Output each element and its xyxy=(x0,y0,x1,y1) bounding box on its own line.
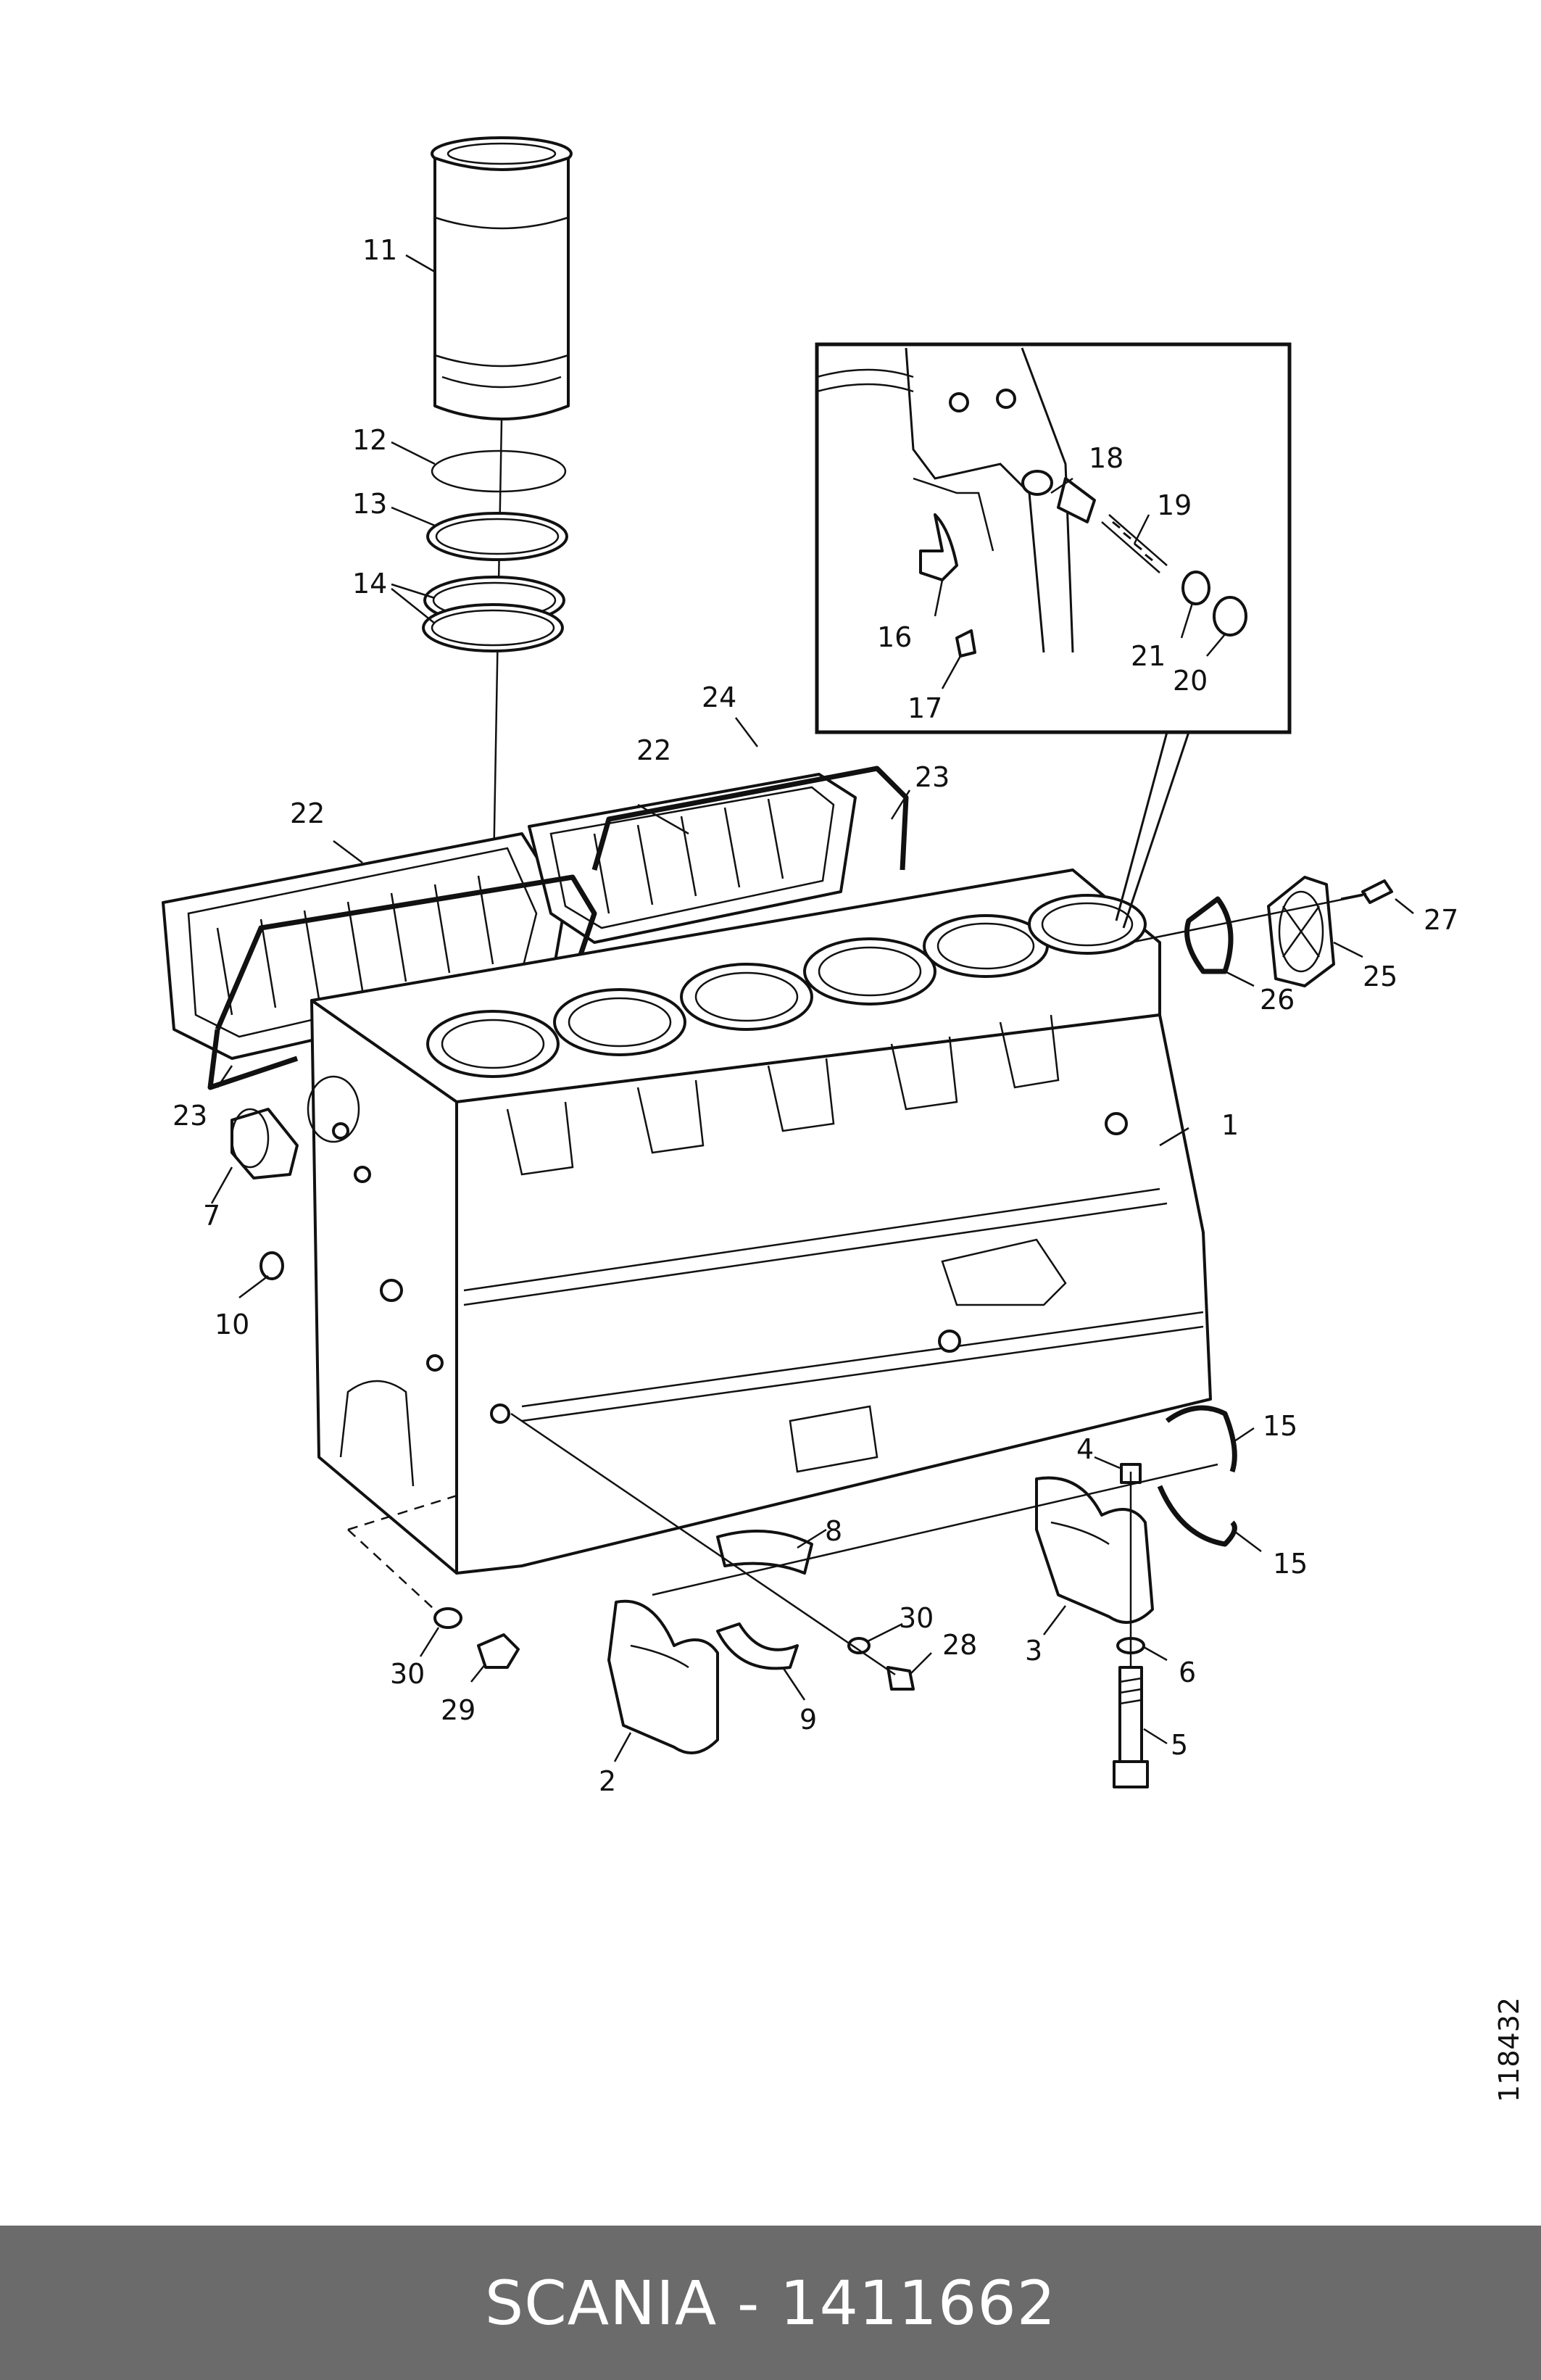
callout-10: 10 xyxy=(215,1309,249,1340)
callout-13: 13 xyxy=(352,488,387,520)
callout-21: 21 xyxy=(1131,640,1166,672)
callout-22-left: 22 xyxy=(290,797,325,829)
dashed-leader xyxy=(347,1492,465,1617)
exploded-parts-diagram: 1 2 3 4 5 6 7 8 9 10 11 12 13 14 15 15 1… xyxy=(162,136,1525,2102)
callout-23-left: 23 xyxy=(173,1100,207,1132)
callout-23-right: 23 xyxy=(915,761,950,793)
drawing-number: 118432 xyxy=(1493,1997,1525,2102)
main-bearing-shell-lower xyxy=(716,1622,799,1670)
callout-15-lower: 15 xyxy=(1273,1548,1308,1580)
sealing-washer-left xyxy=(433,1607,462,1629)
leader-lines xyxy=(210,254,1414,1762)
callout-20: 20 xyxy=(1173,665,1208,697)
thrust-washer-lower xyxy=(1157,1485,1237,1547)
callout-7: 7 xyxy=(203,1200,220,1232)
callout-9: 9 xyxy=(799,1704,817,1736)
cover-axis-line xyxy=(1130,894,1363,944)
callout-27: 27 xyxy=(1424,904,1458,936)
expansion-plug xyxy=(259,1251,284,1280)
callout-26: 26 xyxy=(1260,984,1295,1016)
callout-22-right: 22 xyxy=(636,734,671,766)
callout-6: 6 xyxy=(1179,1657,1196,1688)
callout-2: 2 xyxy=(599,1765,616,1797)
cover-gasket-rear xyxy=(207,874,597,1090)
sealing-washer-right xyxy=(847,1637,871,1654)
screw-axis-line xyxy=(510,1412,896,1676)
callout-29: 29 xyxy=(441,1694,475,1726)
callout-28: 28 xyxy=(942,1629,977,1661)
liner-o-ring xyxy=(426,512,568,561)
callout-5: 5 xyxy=(1171,1729,1188,1761)
callout-4: 4 xyxy=(1076,1433,1094,1465)
callout-12: 12 xyxy=(352,424,387,456)
liner-seal-ring xyxy=(431,449,567,493)
callout-14: 14 xyxy=(352,568,387,600)
main-bearing-cap-rear xyxy=(607,1599,719,1754)
detail-inset xyxy=(815,342,1292,734)
footer-bar: SCANIA - 1411662 xyxy=(0,2226,1541,2380)
callout-30-right: 30 xyxy=(899,1602,934,1634)
main-bearing-shell-upper xyxy=(716,1530,813,1575)
drain-plug xyxy=(477,1633,520,1669)
callout-25: 25 xyxy=(1363,961,1397,992)
inset-leader xyxy=(1115,731,1190,929)
rear-main-bearing-cap xyxy=(1035,1476,1154,1624)
callout-11: 11 xyxy=(362,234,397,266)
callout-8: 8 xyxy=(825,1515,842,1547)
cover-screw xyxy=(1340,879,1393,904)
main-bearing-bolt xyxy=(1113,1666,1149,1788)
camshaft-bush xyxy=(230,1108,299,1179)
callout-17: 17 xyxy=(907,692,942,724)
cylinder-liner xyxy=(431,136,573,420)
cover-gasket-front xyxy=(591,766,909,871)
cover-seal xyxy=(1184,896,1234,974)
cover-plate xyxy=(1267,876,1335,987)
screw xyxy=(886,1666,915,1691)
callout-labels: 1 2 3 4 5 6 7 8 9 10 11 12 13 14 15 15 1… xyxy=(173,234,1525,2102)
footer-part-number: SCANIA - 1411662 xyxy=(484,2267,1057,2339)
callout-19: 19 xyxy=(1157,489,1192,521)
cylinder-block xyxy=(307,868,1212,1575)
liner-o-rings-pair xyxy=(422,576,565,652)
callout-30-left: 30 xyxy=(390,1658,425,1690)
callout-3: 3 xyxy=(1025,1635,1042,1667)
thrust-washer-upper xyxy=(1165,1405,1237,1473)
callout-1: 1 xyxy=(1221,1109,1239,1141)
callout-16: 16 xyxy=(877,621,912,653)
callout-18: 18 xyxy=(1089,442,1123,474)
callout-24: 24 xyxy=(702,681,736,713)
callout-15-upper: 15 xyxy=(1263,1410,1297,1442)
